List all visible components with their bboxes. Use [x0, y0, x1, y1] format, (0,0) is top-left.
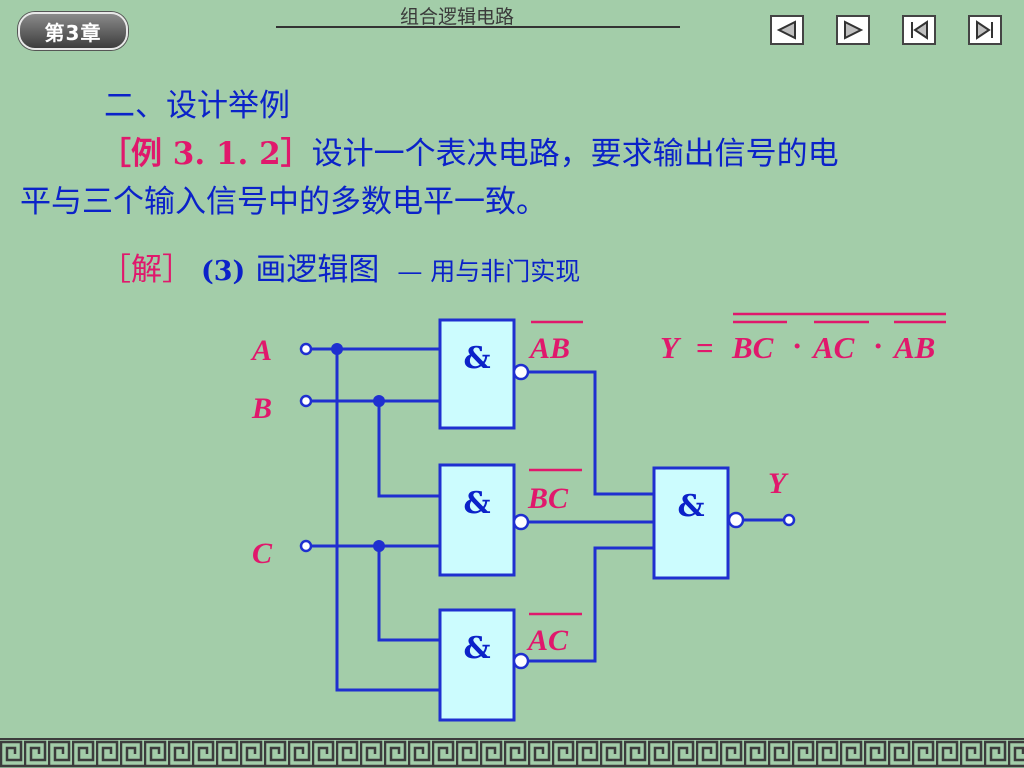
label-output-y: Y [768, 467, 789, 500]
example-text-2: 平与三个输入信号中的多数电平一致。 [20, 184, 547, 220]
label-input-b: B [251, 392, 272, 425]
inversion-bubble [512, 363, 530, 381]
skip-last-icon [976, 20, 993, 40]
example-line-2: 平与三个输入信号中的多数电平一致。 [20, 176, 547, 221]
inversion-bubble [512, 652, 530, 670]
wire-c-to-gate3 [377, 546, 440, 642]
step-number: (3) [201, 256, 246, 287]
gate-symbol: & [463, 341, 490, 376]
page-title: 组合逻辑电路 [400, 6, 515, 28]
step-note: — 用与非门实现 [397, 257, 581, 286]
prev-button[interactable] [770, 15, 804, 45]
nand-gate-ac: & [438, 608, 530, 722]
junctions [331, 343, 385, 552]
label-input-c: C [252, 537, 273, 570]
step-title: 画逻辑图 [255, 252, 380, 288]
solution-line: ［解］ (3) 画逻辑图 — 用与非门实现 [100, 244, 580, 289]
formula-equals: = [696, 330, 714, 365]
label-ac-bar: AC [526, 624, 569, 657]
junction-c [373, 540, 385, 552]
example-text-1: 设计一个表决电路，要求输出信号的电 [311, 136, 839, 172]
formula-term-ab: AB [892, 330, 935, 365]
junction-b [373, 395, 385, 407]
gate-symbol: & [463, 486, 490, 521]
terminal-a [299, 342, 313, 356]
gate-symbol: & [677, 489, 704, 524]
nand-gate-final: & [652, 466, 745, 580]
wire-ac-to-final [528, 546, 654, 663]
triangle-left-icon [776, 20, 796, 40]
decorative-border [0, 738, 1024, 768]
wire-ab-to-final [528, 370, 654, 496]
terminal-c [299, 539, 313, 553]
output-formula: Y = BC · AC · AB [660, 312, 946, 365]
terminals [299, 342, 796, 553]
terminal-b [299, 394, 313, 408]
header-divider [276, 26, 680, 28]
next-button[interactable] [836, 15, 870, 45]
label-bc-bar: BC [527, 482, 569, 515]
formula-dot: · [792, 328, 802, 363]
nand-gate-bc: & [438, 463, 530, 577]
example-line-1: ［例 3. 1. 2］设计一个表决电路，要求输出信号的电 [100, 128, 839, 173]
label-ab-bar: AB [528, 332, 570, 365]
gate-symbol: & [463, 631, 490, 666]
formula-dot: · [873, 328, 883, 363]
wire-b-to-gate2 [377, 401, 440, 498]
nand-gate-ab: & [438, 318, 530, 430]
solution-label: ［解］ [100, 252, 193, 288]
label-input-a: A [250, 334, 272, 367]
example-label: ［例 3. 1. 2］ [100, 136, 312, 172]
last-button[interactable] [968, 15, 1002, 45]
formula-term-bc: BC [731, 330, 774, 365]
skip-first-icon [911, 20, 928, 40]
chapter-badge[interactable]: 第3章 [18, 12, 128, 50]
inversion-bubble [727, 511, 745, 529]
formula-term-ac: AC [811, 330, 855, 365]
triangle-right-icon [844, 20, 864, 40]
wire-a-to-gate3 [335, 349, 440, 692]
section-heading: 二、设计举例 [104, 88, 290, 124]
formula-lhs: Y [660, 330, 682, 365]
junction-a [331, 343, 343, 355]
terminal-y [782, 513, 796, 527]
inversion-bubble [512, 513, 530, 531]
first-button[interactable] [902, 15, 936, 45]
